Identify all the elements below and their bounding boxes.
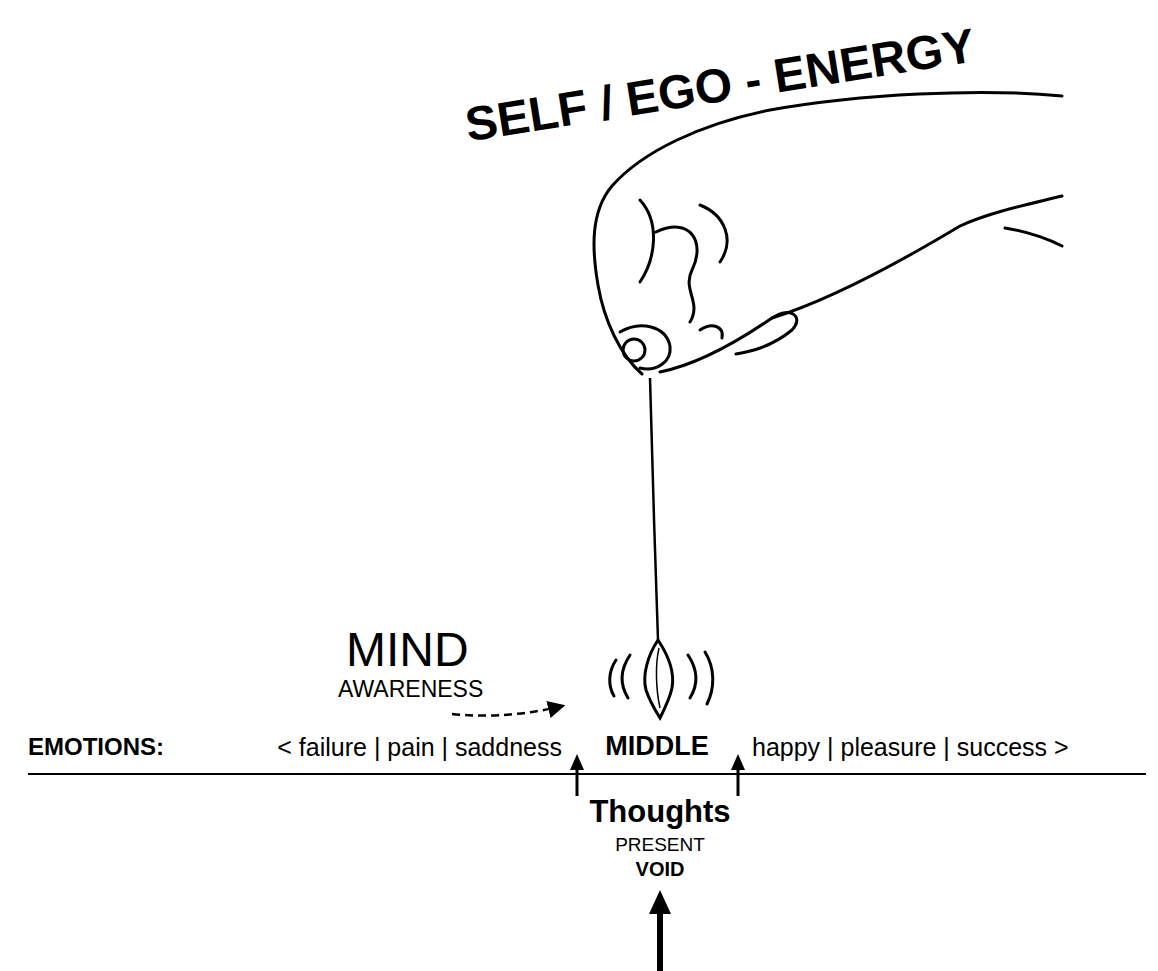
mind-label: MIND [346,622,469,677]
thoughts-label-slot: Thoughts [589,794,730,830]
axis-title-slot: EMOTIONS: [28,733,164,761]
vibration-mark [610,660,616,696]
hand-drawing [594,92,1062,374]
heading-label: SELF / EGO - ENERGY [461,17,978,152]
dashed-arrow [452,706,562,716]
pendulum-string [650,378,658,640]
finger-line [656,227,697,322]
up-arrow-head [731,754,745,770]
fingertip [623,339,645,361]
hand-thumb [660,313,797,372]
finger-line [620,326,670,369]
present-label: PRESENT [615,834,705,856]
up-arrow-shaft [737,766,740,796]
present-label-slot: PRESENT [615,834,705,856]
vibration-mark [688,655,696,698]
void-label-slot: VOID [636,858,685,881]
up-arrow-head [570,754,584,770]
middle-label-slot: MIDDLE [605,731,709,762]
hand-outline [594,92,1062,374]
finger-line [700,326,722,338]
awareness-label: AWARENESS [338,676,483,702]
vibration-mark [705,652,713,704]
emotion-list-slot: happy | pleasure | success > [752,733,1069,762]
awareness-label-slot: AWARENESS [338,676,483,702]
void-label: VOID [636,858,685,881]
emotion-list: happy | pleasure | success > [752,733,1069,762]
pendulum-bob [645,640,673,718]
emotion-axis [28,773,1146,775]
vibration-marks [610,652,713,704]
emotion-list-slot: < failure | pain | saddness [277,733,562,762]
bob-detail [656,648,660,708]
finger-line [640,200,654,282]
emotion-list: < failure | pain | saddness [277,733,562,762]
void-arrow-head [649,890,671,914]
vibration-mark [622,655,630,698]
thoughts-label: Thoughts [589,794,730,830]
up-arrow-shaft [576,766,579,796]
axis-title: EMOTIONS: [28,733,164,761]
hand-underside [772,196,1062,318]
void-arrow-shaft [657,908,663,971]
finger-line [700,205,727,262]
mind-label-slot: MIND [346,622,469,677]
middle-label: MIDDLE [605,731,709,762]
heading-label-slot: SELF / EGO - ENERGY [461,17,978,152]
hand-wrist [1005,228,1062,246]
